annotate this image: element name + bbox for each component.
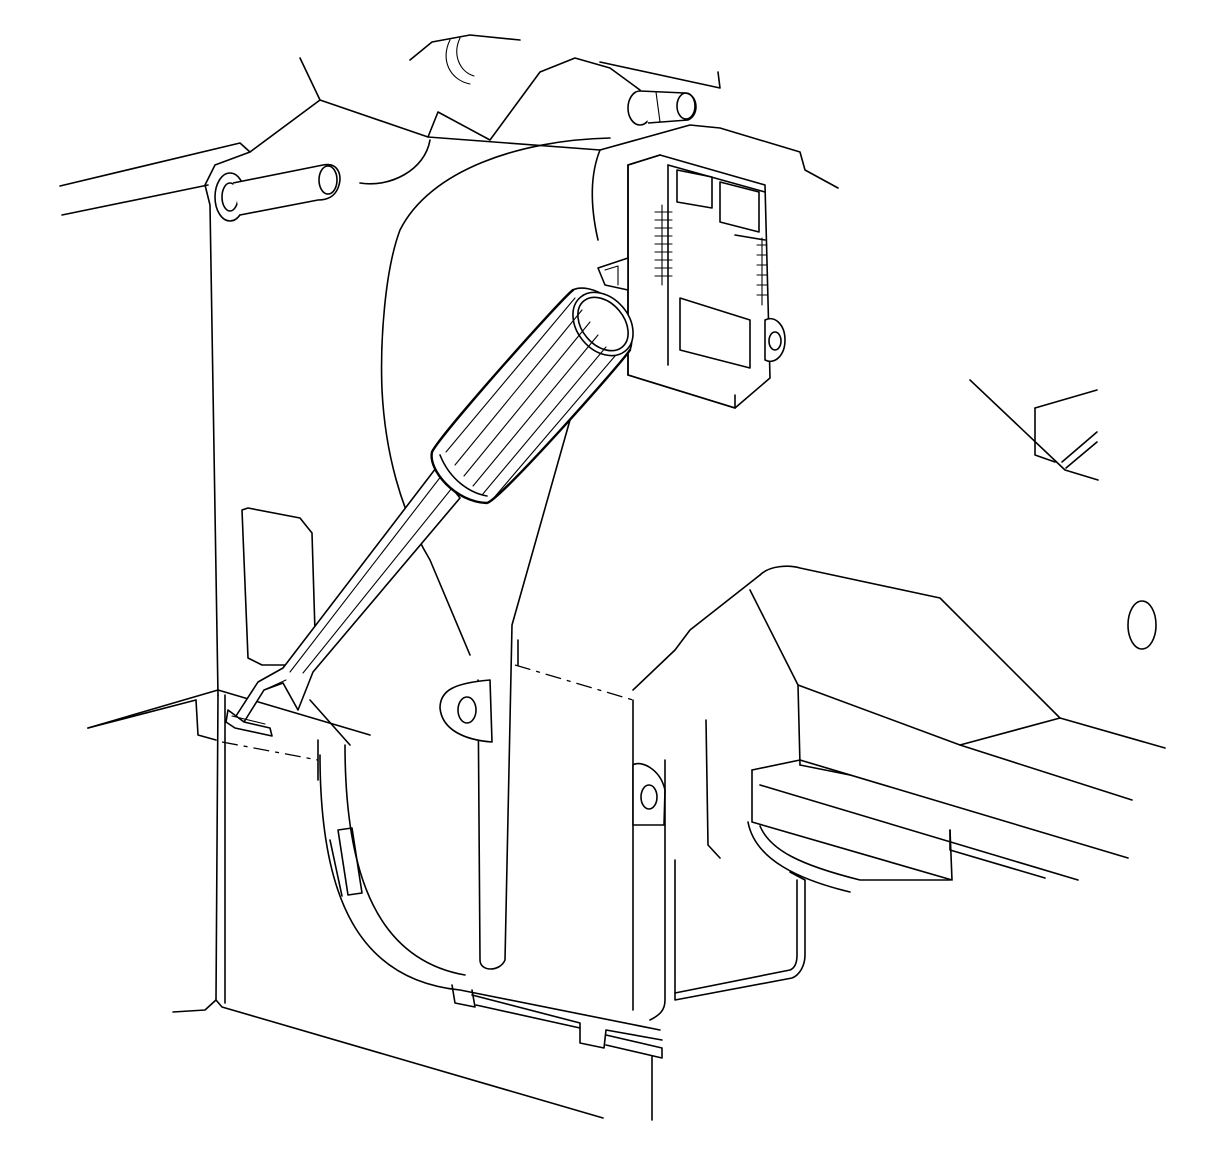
mounting-stud [214,163,341,222]
cross-member [747,379,1166,893]
actuator-module [597,154,786,409]
hvac-housing [59,34,839,1121]
upper-pin [627,90,697,126]
screwdriver-tool [225,287,634,737]
